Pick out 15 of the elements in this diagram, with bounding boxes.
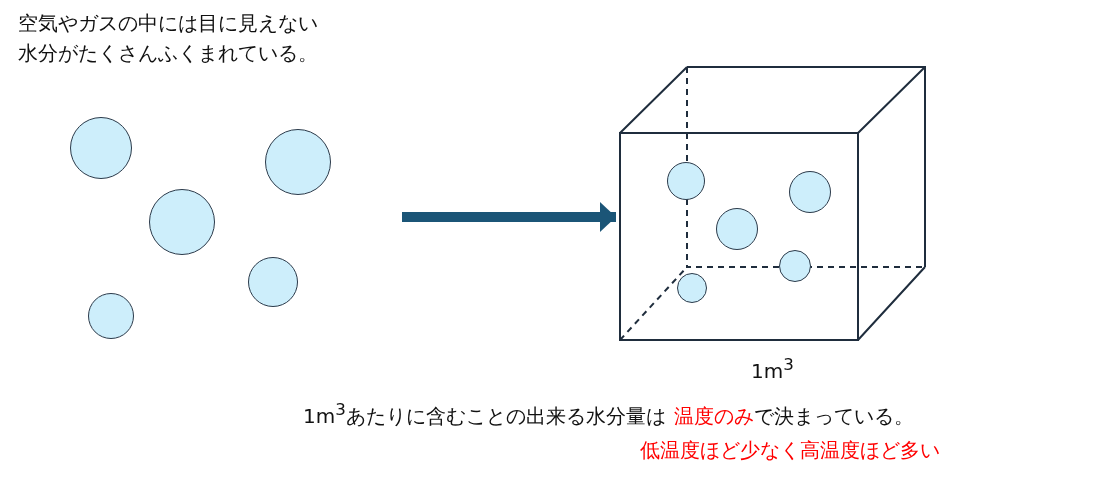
arrow xyxy=(402,202,616,232)
water-droplet-circle xyxy=(248,257,298,307)
water-droplet-circle xyxy=(789,171,831,213)
note-text: 低温度ほど少なく高温度ほど多い xyxy=(640,437,940,464)
note-text: 1m$^{3}$あたりに含むことの出来る水分量は xyxy=(303,403,666,428)
note-text: で決まっている。 xyxy=(753,403,914,428)
water-droplet-circle xyxy=(779,250,811,282)
cube-drawing xyxy=(618,65,927,342)
water-droplet-circle xyxy=(88,293,134,339)
water-droplet-circle xyxy=(667,162,705,200)
water-droplet-circle xyxy=(677,273,707,303)
note-text: 空気やガスの中には目に見えない水分がたくさんふくまれている。 xyxy=(18,10,319,67)
volume-label: 1m$^{3}$ xyxy=(750,354,795,385)
water-droplet-circle xyxy=(716,208,758,250)
note-text: 温度のみ xyxy=(673,403,754,428)
